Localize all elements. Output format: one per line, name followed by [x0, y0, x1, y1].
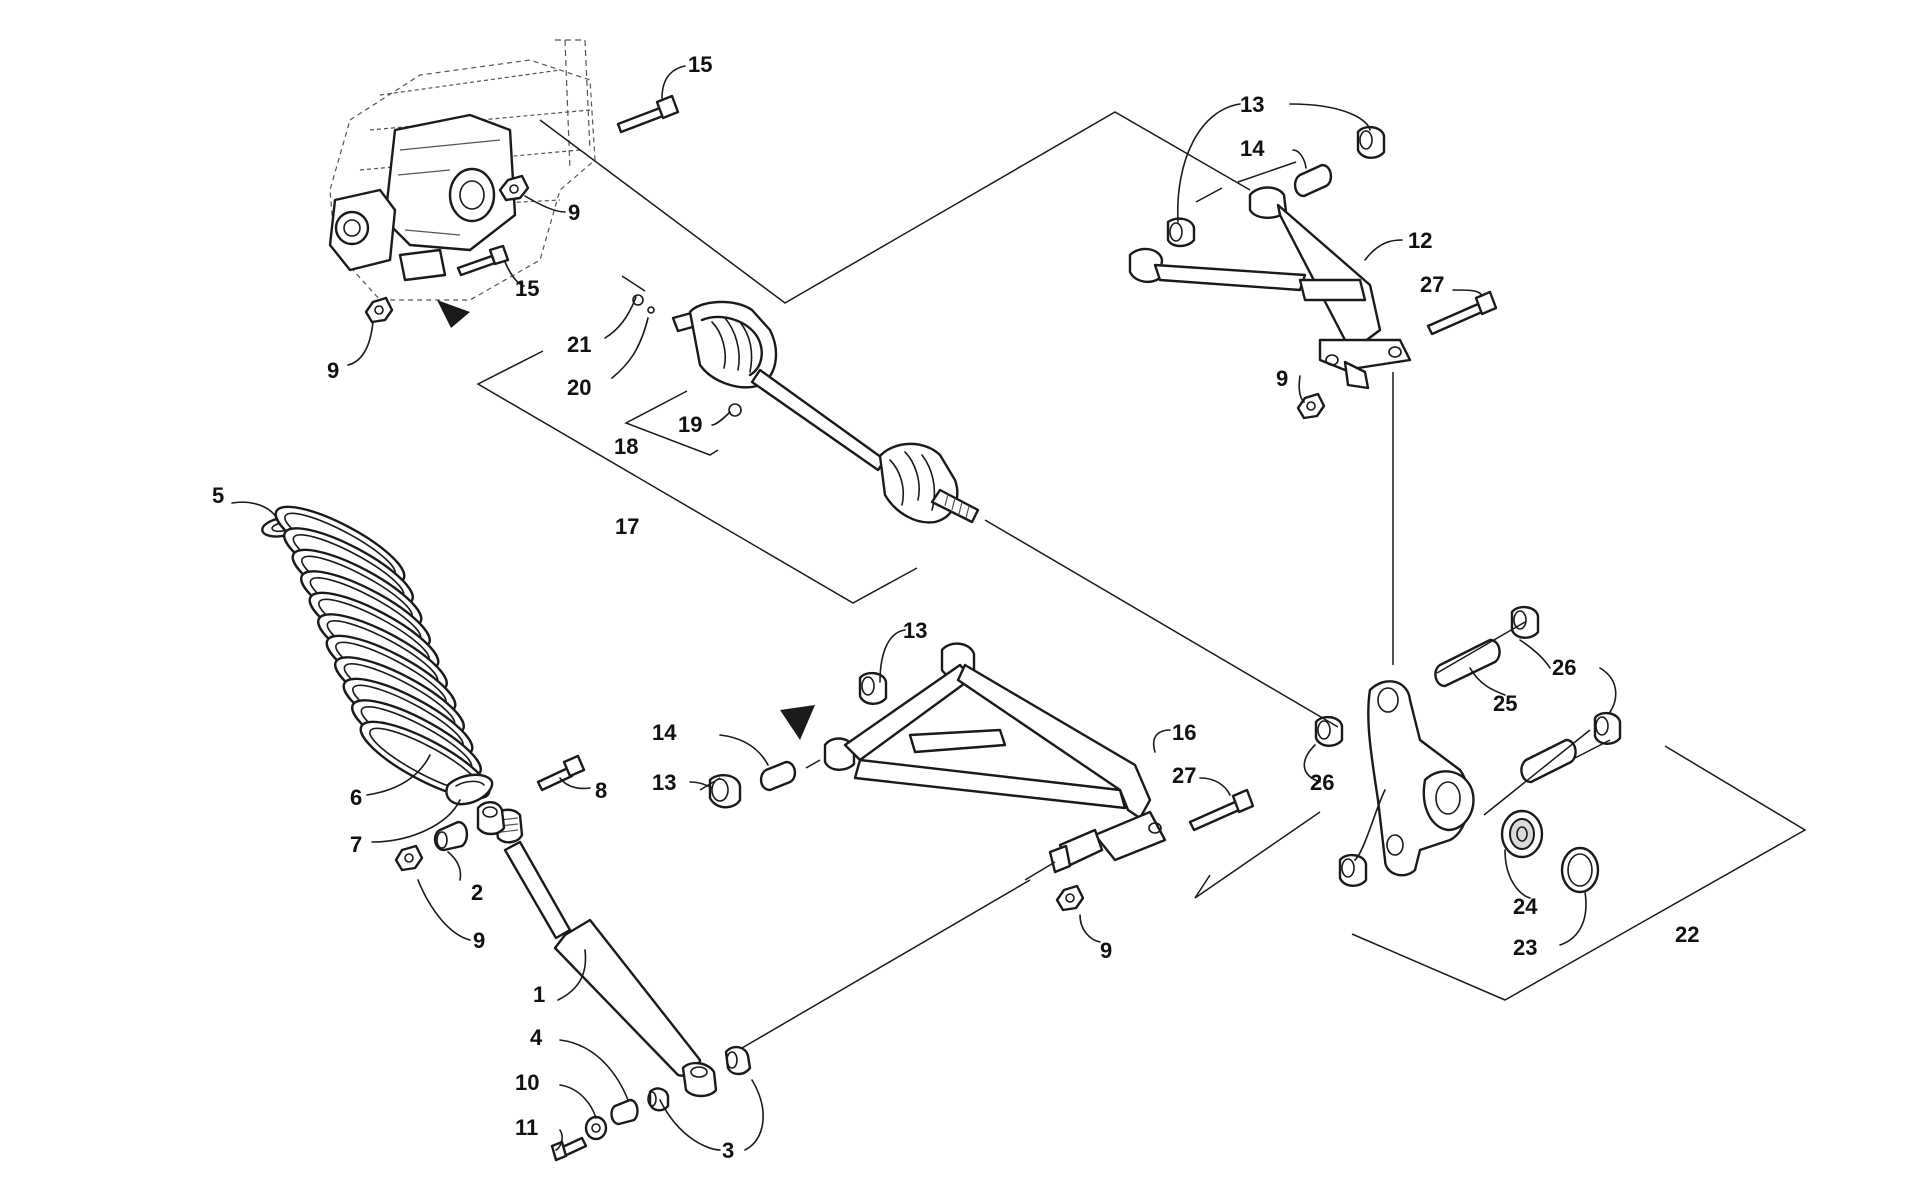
callout-8: 8 — [595, 778, 607, 803]
frame-and-gearcase — [328, 39, 596, 301]
nut-9-lower — [364, 296, 394, 324]
callout-19: 19 — [678, 412, 702, 437]
bolt-27-lower — [1188, 788, 1255, 832]
callout-9: 9 — [1276, 366, 1288, 391]
assembly-lines — [476, 111, 1807, 1049]
washer-3-a — [724, 1045, 752, 1076]
shock-absorber-1 — [476, 801, 718, 1098]
bolt-8 — [536, 754, 586, 792]
callout-labels: 15 9 15 9 21 20 19 18 17 13 14 12 27 9 5… — [212, 52, 1699, 1163]
bushing-13-upper-right — [1356, 125, 1386, 159]
callout-13: 13 — [903, 618, 927, 643]
callout-20: 20 — [567, 375, 591, 400]
callout-22: 22 — [1675, 922, 1699, 947]
nut-9-lower-arm — [1055, 884, 1085, 912]
spring-retainer-7 — [445, 773, 494, 806]
drive-axle-assembly — [632, 294, 980, 524]
bushing-2 — [433, 820, 469, 852]
nut-9-upper — [498, 174, 530, 202]
coil-spring-6 — [274, 505, 491, 800]
sleeve-25-lower — [1520, 738, 1577, 784]
nut-9-upper-arm — [1296, 392, 1326, 420]
callout-9: 9 — [473, 928, 485, 953]
upper-a-arm-12 — [1128, 186, 1412, 390]
callout-6: 6 — [350, 785, 362, 810]
bolt-27-upper — [1426, 290, 1498, 336]
sleeve-25-upper — [1434, 638, 1501, 688]
bushing-26-right — [1593, 711, 1622, 745]
bolt-11 — [550, 1136, 588, 1162]
callout-14: 14 — [1240, 136, 1265, 161]
callout-9: 9 — [568, 200, 580, 225]
bushing-26-bottom — [1338, 853, 1368, 887]
callout-27: 27 — [1172, 763, 1196, 788]
bushing-26-left — [1314, 715, 1344, 747]
callout-9: 9 — [327, 358, 339, 383]
snap-ring-23 — [1560, 846, 1600, 894]
callout-4: 4 — [530, 1025, 543, 1050]
callout-24: 24 — [1513, 894, 1538, 919]
sleeve-14-lower — [759, 760, 797, 792]
callout-2: 2 — [471, 880, 483, 905]
callout-23: 23 — [1513, 935, 1537, 960]
callout-9: 9 — [1100, 938, 1112, 963]
arrow-marker-upper — [437, 300, 470, 328]
bolt-15-lower — [456, 244, 510, 277]
bolt-15-upper — [616, 94, 680, 134]
washer-10 — [584, 1115, 608, 1141]
arrow-marker-lower — [780, 705, 815, 740]
callout-17: 17 — [615, 514, 639, 539]
bushing-13-upper-left — [1166, 217, 1196, 248]
callout-18: 18 — [614, 434, 638, 459]
callout-13: 13 — [1240, 92, 1264, 117]
callout-25: 25 — [1493, 691, 1517, 716]
bearing-24 — [1500, 809, 1544, 859]
callout-12: 12 — [1408, 228, 1432, 253]
callout-13: 13 — [652, 770, 676, 795]
callout-26: 26 — [1552, 655, 1576, 680]
callout-16: 16 — [1172, 720, 1196, 745]
callout-10: 10 — [515, 1070, 539, 1095]
washer-3-b — [647, 1087, 670, 1112]
bushing-13-lower-top — [858, 671, 888, 705]
callout-11: 11 — [515, 1115, 538, 1140]
callout-5: 5 — [212, 483, 224, 508]
sleeve-4 — [610, 1098, 639, 1126]
callout-7: 7 — [350, 832, 362, 857]
nut-9-shock — [394, 844, 424, 872]
sleeve-14-upper — [1293, 163, 1333, 198]
callout-15: 15 — [515, 276, 539, 301]
bushing-13-lower-left — [708, 774, 742, 809]
callout-26: 26 — [1310, 770, 1334, 795]
callout-14: 14 — [652, 720, 677, 745]
callout-15: 15 — [688, 52, 712, 77]
callout-21: 21 — [567, 332, 591, 357]
lower-a-arm-16 — [823, 642, 1167, 874]
knuckle-assembly-22 — [1367, 680, 1475, 877]
callout-3: 3 — [722, 1138, 734, 1163]
callout-1: 1 — [533, 982, 545, 1007]
leader-lines — [231, 65, 1617, 1151]
callout-27: 27 — [1420, 272, 1444, 297]
